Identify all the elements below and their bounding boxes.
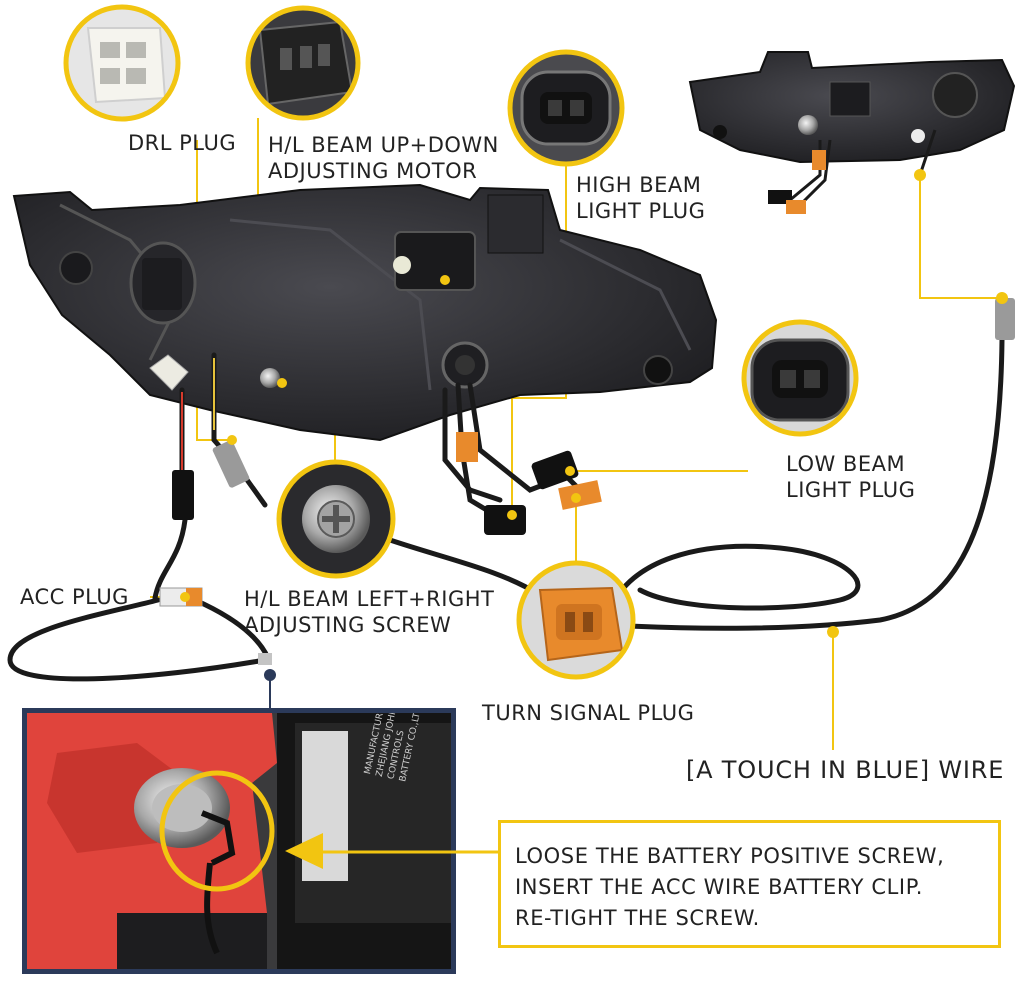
acc-plug-label: ACC PLUG [20,585,129,609]
low-beam-label-line2: LIGHT PLUG [786,478,916,502]
instruction-line-3: RE-TIGHT THE SCREW. [515,906,760,930]
high-beam-label-line1: HIGH BEAM [576,173,702,197]
instruction-line-2: INSERT THE ACC WIRE BATTERY CLIP. [515,875,923,899]
low-beam-zoom [741,319,859,437]
note-arrow [300,850,498,854]
hl-screw-label-line2: ADJUSTING SCREW [244,613,452,637]
harness-connectors [159,298,1015,665]
hl-motor-zoom [245,5,361,121]
battery-photo [27,713,451,969]
high-beam-zoom [507,49,625,167]
main-headlight [12,183,718,442]
adjusting-screw-zoom [276,459,396,579]
hl-motor-label-line2: ADJUSTING MOTOR [268,159,478,183]
turn-signal-label: TURN SIGNAL PLUG [482,701,695,725]
battery-instruction-box: LOOSE THE BATTERY POSITIVE SCREW, INSERT… [498,820,1001,948]
blue-wire-label: [A TOUCH IN BLUE] WIRE [686,756,1005,784]
battery-inset: MANUFACTURED BY: ZHEJIANG JOHNSON CONTRO… [22,708,456,974]
drl-plug-label: DRL PLUG [128,131,237,155]
hl-motor-label-line1: H/L BEAM UP+DOWN [268,133,499,157]
low-beam-label-line1: LOW BEAM [786,452,906,476]
leader-small-lamp [919,175,1002,299]
instruction-line-1: LOOSE THE BATTERY POSITIVE SCREW, [515,844,945,868]
drl-plug-zoom [63,4,181,122]
turn-signal-zoom [516,560,636,680]
small-headlight [688,51,1016,164]
callout-dots [180,169,1008,638]
hl-screw-label-line1: H/L BEAM LEFT+RIGHT [244,587,495,611]
high-beam-label-line2: LIGHT PLUG [576,199,706,223]
